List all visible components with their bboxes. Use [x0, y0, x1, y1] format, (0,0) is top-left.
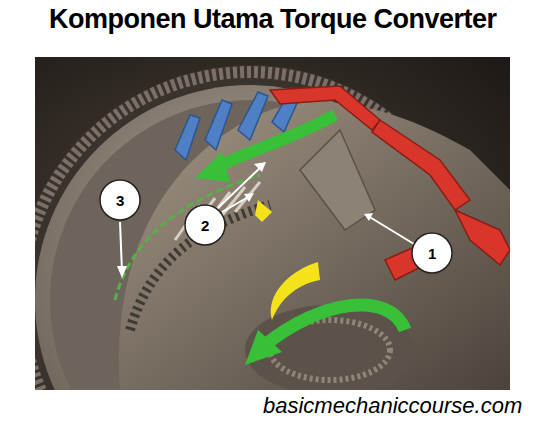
callout-number: 2	[201, 218, 209, 233]
diagram-title: Komponen Utama Torque Converter	[49, 4, 497, 35]
watermark: basicmechaniccourse.com	[263, 393, 522, 419]
callout-number: 1	[428, 246, 436, 261]
callout-number: 3	[116, 193, 124, 208]
